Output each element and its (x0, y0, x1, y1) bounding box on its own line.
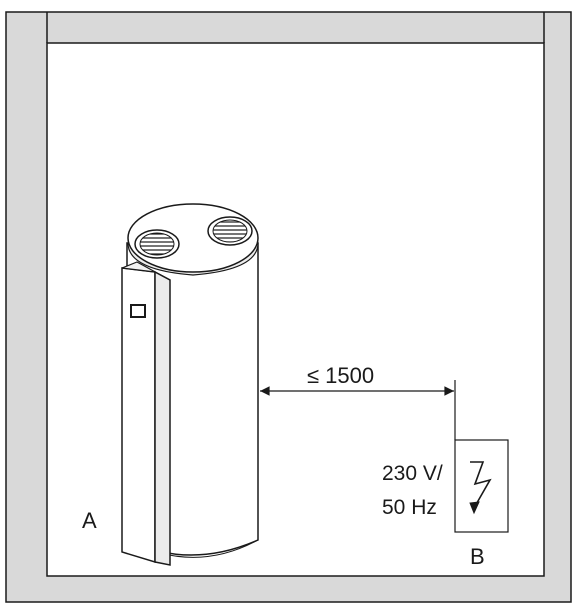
socket-label-b: B (470, 544, 485, 569)
frequency-label: 50 Hz (382, 496, 437, 519)
control-panel-side (154, 270, 171, 566)
display-icon (130, 304, 146, 318)
air-grille-left-icon (139, 232, 175, 256)
distance-dimension: ≤ 1500 (260, 363, 456, 440)
control-panel-top (121, 261, 171, 281)
power-socket: 230 V/ 50 Hz (382, 439, 509, 533)
water-heater-unit (121, 203, 259, 566)
unit-label-a: A (82, 508, 97, 533)
voltage-label: 230 V/ (382, 462, 443, 485)
socket-box (454, 439, 509, 533)
air-grille-right-icon (212, 219, 248, 243)
distance-label: ≤ 1500 (307, 363, 374, 388)
lightning-bolt-icon (469, 461, 492, 515)
